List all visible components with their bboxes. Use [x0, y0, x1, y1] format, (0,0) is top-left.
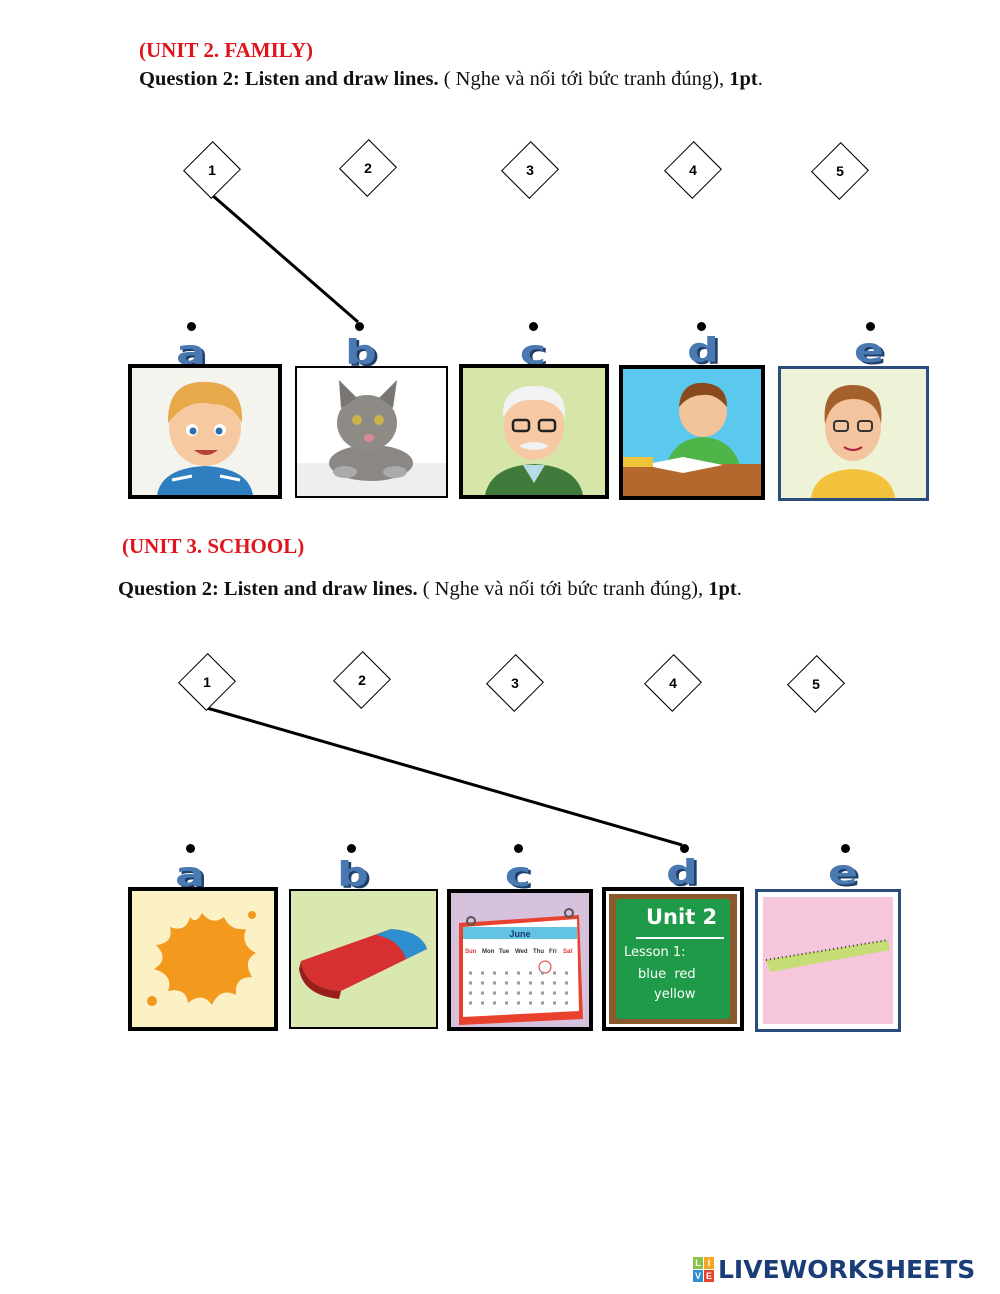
logo-block: V	[693, 1270, 703, 1282]
unit-title: (UNIT 2. FAMILY)	[139, 38, 314, 62]
letter-d: d	[687, 331, 719, 371]
letter-b: b	[345, 333, 377, 373]
connect-dot-e[interactable]	[865, 321, 875, 331]
number-diamond-1[interactable]: 1	[178, 653, 236, 711]
answer-line-1-b[interactable]	[211, 193, 359, 324]
number-label: 4	[669, 675, 677, 691]
picture-father	[778, 366, 929, 501]
number-diamond-5[interactable]: 5	[811, 142, 869, 200]
number-diamond-3[interactable]: 3	[501, 141, 559, 199]
logo-block: L	[693, 1257, 703, 1269]
connect-dot-d[interactable]	[679, 843, 689, 853]
connect-dot-c[interactable]	[513, 843, 523, 853]
number-diamond-1[interactable]: 1	[183, 141, 241, 199]
letter-e: e	[828, 853, 858, 893]
number-label: 2	[358, 672, 366, 688]
calendar-day: Tue	[499, 949, 510, 955]
connect-dot-d[interactable]	[696, 321, 706, 331]
picture-calendar: June Sun Mon Tue Wed Thu Fri Sat	[447, 889, 593, 1031]
connect-dot-e[interactable]	[840, 843, 850, 853]
blackboard-words-2: yellow	[654, 987, 696, 1002]
blackboard-words-1: blue red	[638, 967, 696, 982]
number-label: 3	[526, 162, 534, 178]
letter-d: d	[666, 853, 698, 893]
picture-boy-reading	[619, 365, 765, 500]
calendar-month: June	[509, 929, 530, 939]
logo-block: I	[704, 1257, 714, 1269]
blackboard-title: Unit 2	[646, 905, 718, 929]
letter-a: a	[175, 855, 205, 895]
blackboard-lesson: Lesson 1:	[624, 945, 686, 960]
connect-dot-c[interactable]	[528, 321, 538, 331]
number-label: 5	[836, 163, 844, 179]
calendar-day: Thu	[533, 949, 544, 955]
picture-cat	[295, 366, 448, 498]
number-diamond-2[interactable]: 2	[333, 651, 391, 709]
logo-block: E	[704, 1270, 714, 1282]
question-text: Question 2: Listen and draw lines. ( Ngh…	[118, 578, 742, 601]
calendar-day: Wed	[515, 949, 528, 955]
number-label: 3	[511, 675, 519, 691]
calendar-day: Fri	[549, 949, 557, 955]
calendar-day: Mon	[482, 949, 495, 955]
connect-dot-a[interactable]	[186, 321, 196, 331]
number-diamond-4[interactable]: 4	[664, 141, 722, 199]
number-label: 2	[364, 160, 372, 176]
number-diamond-4[interactable]: 4	[644, 654, 702, 712]
number-diamond-3[interactable]: 3	[486, 654, 544, 712]
picture-ruler	[755, 889, 901, 1032]
number-diamond-5[interactable]: 5	[787, 655, 845, 713]
number-label: 5	[812, 676, 820, 692]
question-text: Question 2: Listen and draw lines. ( Ngh…	[139, 68, 763, 91]
answer-line-1-d[interactable]	[206, 706, 683, 847]
question-bold: Question 2: Listen and draw lines.	[139, 68, 439, 90]
letter-e: e	[854, 331, 884, 371]
question-points: 1pt	[708, 578, 737, 600]
calendar-day: Sun	[465, 949, 477, 955]
unit-title: (UNIT 3. SCHOOL)	[122, 534, 305, 558]
number-diamond-2[interactable]: 2	[339, 139, 397, 197]
connect-dot-a[interactable]	[185, 843, 195, 853]
calendar-day: Sat	[563, 949, 572, 955]
logo-text: LIVEWORKSHEETS	[718, 1255, 976, 1284]
question-instruction: ( Nghe và nối tới bức tranh đúng),	[438, 68, 730, 90]
picture-boy	[128, 364, 282, 499]
question-end: .	[736, 578, 742, 600]
letter-c: c	[504, 855, 532, 895]
picture-blackboard: Unit 2 Lesson 1: blue red yellow	[602, 887, 744, 1031]
number-label: 1	[208, 162, 216, 178]
connect-dot-b[interactable]	[354, 321, 364, 331]
question-end: .	[757, 68, 763, 90]
letter-b: b	[337, 855, 369, 895]
number-label: 1	[203, 674, 211, 690]
connect-dot-b[interactable]	[346, 843, 356, 853]
question-points: 1pt	[729, 68, 758, 90]
picture-grandfather	[459, 364, 609, 499]
question-bold: Question 2: Listen and draw lines.	[118, 578, 418, 600]
question-instruction: ( Nghe và nối tới bức tranh đúng),	[417, 578, 709, 600]
number-label: 4	[689, 162, 697, 178]
picture-orange-paint	[128, 887, 278, 1031]
picture-eraser	[289, 889, 438, 1029]
